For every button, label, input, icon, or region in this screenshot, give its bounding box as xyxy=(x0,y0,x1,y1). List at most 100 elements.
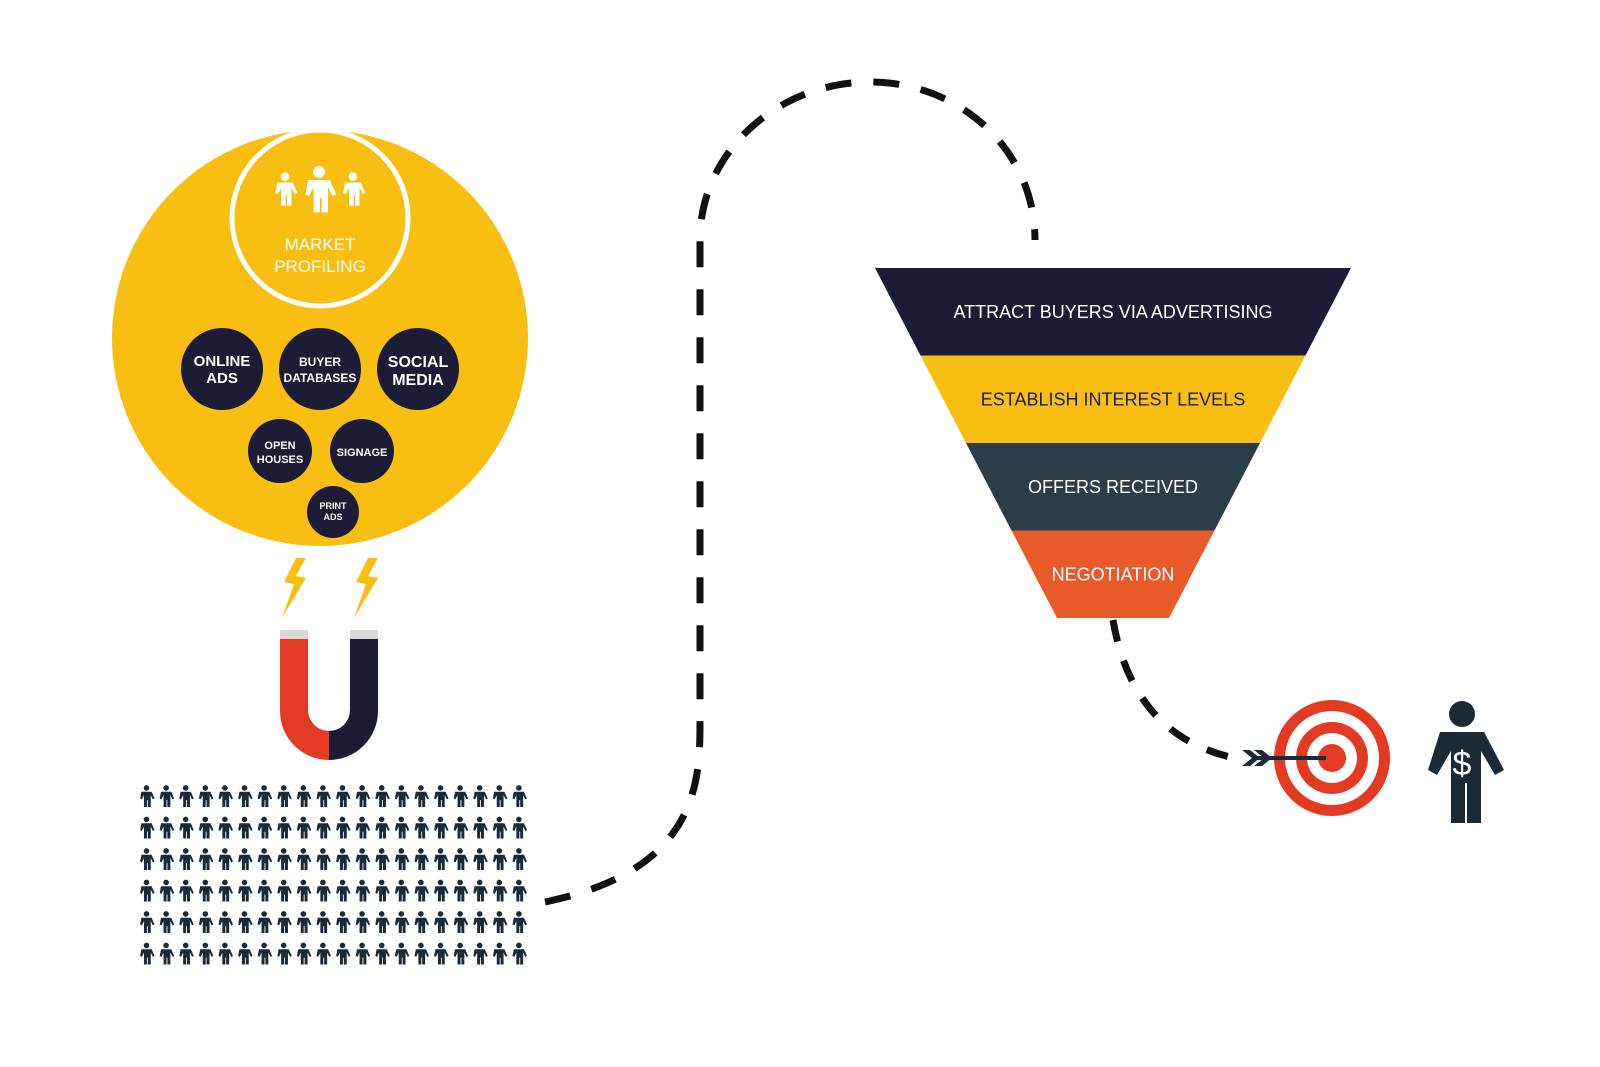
person-icon xyxy=(238,848,253,870)
person-icon xyxy=(434,816,449,839)
person-icon xyxy=(218,848,233,870)
person-icon xyxy=(355,942,371,965)
person-icon xyxy=(375,848,390,870)
person-icon xyxy=(277,942,292,965)
person-icon xyxy=(159,816,175,839)
person-icon xyxy=(512,942,527,965)
person-icon xyxy=(238,785,253,807)
person-icon xyxy=(179,942,194,965)
person-icon xyxy=(492,816,508,839)
person-icon xyxy=(218,785,233,807)
dashed-connector-path xyxy=(544,78,1039,906)
person-icon xyxy=(238,879,253,902)
person-icon xyxy=(473,942,488,965)
person-icon xyxy=(336,816,351,839)
funnel-band-label: ATTRACT BUYERS VIA ADVERTISING xyxy=(953,302,1272,322)
person-icon xyxy=(473,879,488,902)
person-icon xyxy=(434,942,449,965)
target-icon xyxy=(1274,700,1390,816)
person-icon xyxy=(492,848,508,870)
person-icon xyxy=(492,911,508,933)
person-icon xyxy=(218,816,233,839)
person-icon xyxy=(414,879,429,902)
person-icon xyxy=(434,785,449,807)
person-icon xyxy=(277,785,292,807)
person-icon xyxy=(355,785,371,807)
person-icon xyxy=(218,942,233,965)
person-icon xyxy=(453,911,469,933)
funnel-band xyxy=(875,268,1351,356)
person-icon xyxy=(394,942,410,965)
person-icon xyxy=(336,942,351,965)
person-icon xyxy=(394,879,410,902)
market-profiling-label-line1: MARKET xyxy=(285,235,356,254)
person-icon xyxy=(198,911,214,933)
person-icon xyxy=(394,816,410,839)
person-icon xyxy=(238,911,253,933)
person-icon xyxy=(218,879,233,902)
person-icon xyxy=(394,911,410,933)
person-icon xyxy=(218,911,233,933)
person-icon xyxy=(277,816,292,839)
people-crowd-icon xyxy=(140,785,527,965)
person-icon xyxy=(296,942,312,965)
person-icon xyxy=(159,942,175,965)
person-icon xyxy=(277,848,292,870)
channel-label-line2: ADS xyxy=(323,512,342,522)
person-icon xyxy=(179,911,194,933)
person-icon xyxy=(316,848,331,870)
funnel-band-label: NEGOTIATION xyxy=(1052,564,1175,584)
person-icon xyxy=(159,911,175,933)
person-icon xyxy=(179,816,194,839)
person-icon xyxy=(355,911,371,933)
channel-label-line1: OPEN xyxy=(264,440,295,452)
person-icon xyxy=(296,785,312,807)
person-icon xyxy=(316,879,331,902)
person-icon xyxy=(277,879,292,902)
person-icon xyxy=(316,911,331,933)
lightning-bolt-icon xyxy=(282,558,306,618)
person-icon xyxy=(375,816,390,839)
person-icon xyxy=(375,911,390,933)
channel-bubble-buyer-databases: BUYER DATABASES xyxy=(279,328,361,410)
person-icon xyxy=(140,785,155,807)
person-icon xyxy=(198,879,214,902)
person-icon xyxy=(296,816,312,839)
person-icon xyxy=(238,942,253,965)
person-icon xyxy=(296,911,312,933)
channel-label-line1: PRINT xyxy=(320,501,348,511)
person-icon xyxy=(492,879,508,902)
person-icon xyxy=(512,911,527,933)
person-icon xyxy=(414,911,429,933)
person-icon xyxy=(198,848,214,870)
person-icon xyxy=(375,879,390,902)
channel-label-line1: SIGNAGE xyxy=(337,447,388,459)
person-icon xyxy=(140,848,155,870)
person-icon xyxy=(257,879,273,902)
channel-bubble-signage: SIGNAGE xyxy=(330,419,394,483)
person-icon xyxy=(492,785,508,807)
person-icon xyxy=(512,879,527,902)
lead-generation-circle: MARKET PROFILING ONLINE ADS BUYER DATABA… xyxy=(112,127,528,546)
market-profiling-circle: MARKET PROFILING xyxy=(229,127,411,309)
person-icon xyxy=(453,848,469,870)
person-icon xyxy=(355,848,371,870)
channel-bubble-online-ads: ONLINE ADS xyxy=(181,328,263,410)
channel-label-line2: ADS xyxy=(206,370,238,387)
person-icon xyxy=(336,911,351,933)
person-icon xyxy=(512,816,527,839)
person-icon xyxy=(238,816,253,839)
person-icon xyxy=(198,942,214,965)
channel-label-line2: HOUSES xyxy=(257,454,303,466)
person-icon xyxy=(453,816,469,839)
person-icon xyxy=(179,879,194,902)
person-icon xyxy=(434,879,449,902)
channel-label-line1: BUYER xyxy=(299,355,341,369)
channel-label-line1: ONLINE xyxy=(194,353,251,370)
channel-bubble-social-media: SOCIAL MEDIA xyxy=(377,328,459,410)
funnel-band xyxy=(920,355,1306,443)
person-icon xyxy=(336,848,351,870)
person-icon xyxy=(257,942,273,965)
channel-bubble-print-ads: PRINT ADS xyxy=(307,486,359,538)
